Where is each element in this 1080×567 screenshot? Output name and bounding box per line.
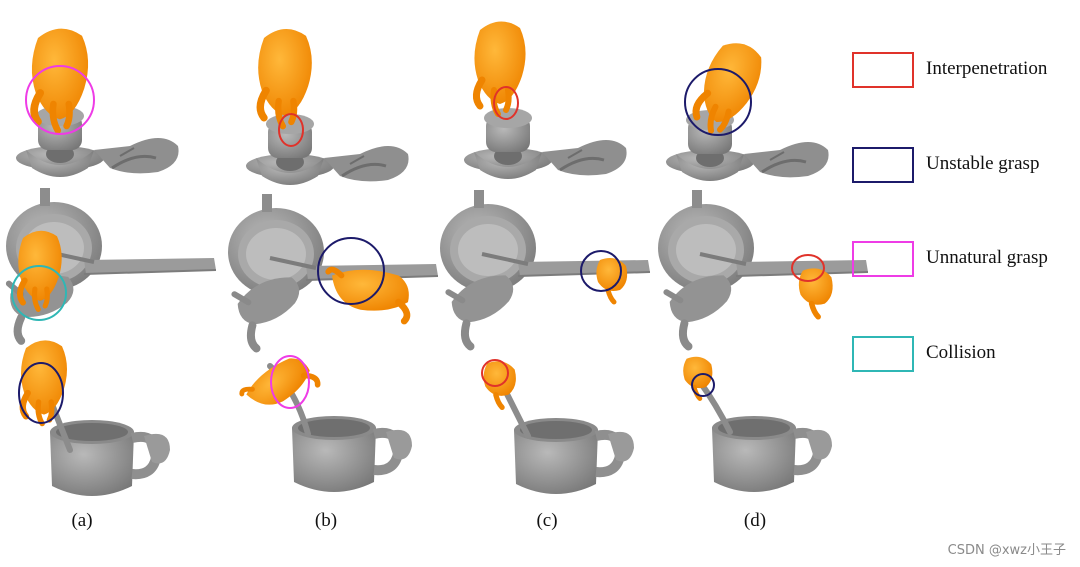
legend-swatch-interpenetration	[852, 52, 914, 88]
annotation-circle	[317, 237, 385, 305]
annotation-circle	[691, 373, 715, 397]
panel-row2-col-a	[0, 186, 218, 341]
panel-row3-col-b	[241, 349, 412, 492]
column-label-a: (a)	[71, 510, 93, 531]
watermark-text: CSDN @xwz小王子	[947, 543, 1066, 558]
legend-swatch-collision	[852, 336, 914, 372]
panel-row3-col-d	[683, 357, 832, 492]
annotation-circle	[493, 86, 519, 120]
panel-row3-col-a	[19, 340, 170, 496]
panel-row3-col-c	[482, 360, 634, 494]
panel-row2-col-d	[658, 188, 870, 347]
column-label-d: (d)	[743, 510, 767, 531]
annotation-circle	[684, 68, 752, 136]
annotation-circle	[791, 254, 825, 282]
legend-swatch-unstable-grasp	[852, 147, 914, 183]
annotation-circle	[278, 113, 304, 147]
annotation-circle	[270, 355, 310, 409]
panel-row1-col-d	[664, 36, 831, 183]
legend-label-interpenetration: Interpenetration	[926, 58, 1048, 79]
legend-label-collision: Collision	[926, 342, 996, 363]
panel-row1-col-b	[244, 29, 411, 187]
annotation-circle	[18, 362, 64, 424]
annotation-circle	[481, 359, 509, 387]
annotation-circle	[580, 250, 622, 292]
annotation-circle	[11, 265, 67, 321]
panel-row1-col-a	[14, 29, 181, 179]
column-label-c: (c)	[536, 510, 558, 531]
panel-row1-col-c	[462, 21, 629, 181]
legend-label-unnatural-grasp: Unnatural grasp	[926, 247, 1048, 268]
legend: Interpenetration Unstable grasp Unnatura…	[852, 44, 1080, 384]
legend-label-unstable-grasp: Unstable grasp	[926, 153, 1040, 174]
legend-swatch-unnatural-grasp	[852, 241, 914, 277]
panel-row2-col-b	[227, 192, 440, 349]
column-label-b: (b)	[314, 510, 338, 531]
panel-row2-col-c	[440, 188, 652, 347]
annotation-circle	[25, 65, 95, 135]
